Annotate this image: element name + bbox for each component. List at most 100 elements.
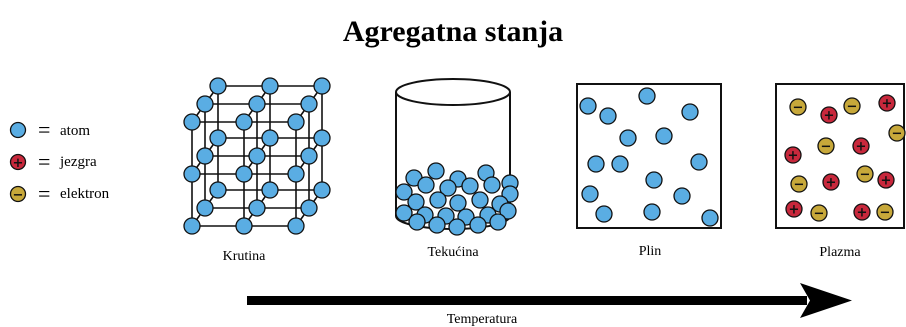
- electron-particle: −: [843, 97, 861, 115]
- liquid-atom: [429, 191, 447, 209]
- gas-atom: [643, 203, 661, 221]
- nucleus-particle: +: [853, 203, 871, 221]
- legend-label-atom: atom: [60, 123, 90, 139]
- lattice-atom: [300, 95, 318, 113]
- liquid-atom: [483, 176, 501, 194]
- electron-particle: −: [856, 165, 874, 183]
- electron-particle: −: [876, 203, 894, 221]
- liquid-atom: [449, 194, 467, 212]
- gas-atom: [673, 187, 691, 205]
- lattice-atom: [261, 129, 279, 147]
- nucleus-particle: +: [785, 200, 803, 218]
- gas-box: [576, 83, 722, 229]
- liquid-atom: [461, 177, 479, 195]
- plasma-box-outline: [775, 83, 905, 229]
- electron-circle: [817, 137, 835, 155]
- electron-circle: [843, 97, 861, 115]
- state-label-solid: Krutina: [223, 249, 267, 264]
- electron-circle: [790, 175, 808, 193]
- gas-atom: [611, 155, 629, 173]
- plus-sign: +: [881, 174, 892, 189]
- minus-sign: −: [793, 101, 804, 116]
- arrow-head-icon: [800, 283, 852, 318]
- electron-particle: −: [888, 124, 906, 142]
- plasma-particles: −+−+−+−+−+−++−+−: [784, 94, 906, 222]
- gas-atom: [655, 127, 673, 145]
- gas-atom: [587, 155, 605, 173]
- lattice-atom: [209, 181, 227, 199]
- nucleus-particle: +: [822, 173, 840, 191]
- nucleus-particle: +: [820, 106, 838, 124]
- electron-legend-icon: [9, 185, 27, 203]
- legend: = atom + = jezgra − = elektron: [9, 117, 110, 206]
- liquid-atom: [469, 216, 487, 234]
- lattice-atom: [196, 95, 214, 113]
- gas-atoms: [579, 87, 719, 227]
- nucleus-particle: +: [852, 137, 870, 155]
- minus-sign: −: [13, 188, 24, 203]
- lattice-atom: [196, 199, 214, 217]
- arrow-label: Temperatura: [447, 312, 518, 327]
- lattice-atom: [235, 217, 253, 235]
- plasma-box: −+−+−+−+−+−++−+−: [775, 83, 906, 229]
- legend-equals: =: [38, 181, 50, 206]
- lattice-atom: [313, 129, 331, 147]
- electron-circle: [856, 165, 874, 183]
- lattice-atom: [248, 147, 266, 165]
- liquid-atom: [448, 218, 466, 236]
- lattice-atom: [300, 147, 318, 165]
- liquid-atom: [439, 179, 457, 197]
- legend-item-atom: = atom: [9, 117, 90, 142]
- liquid-container: [395, 78, 519, 236]
- nucleus-legend-icon: [9, 153, 27, 171]
- liquid-atom: [395, 183, 413, 201]
- lattice-atom: [261, 77, 279, 95]
- liquid-atom: [427, 162, 445, 180]
- minus-sign: −: [847, 100, 858, 115]
- electron-particle: −: [810, 204, 828, 222]
- plus-sign: +: [826, 176, 837, 191]
- nucleus-circle: [822, 173, 840, 191]
- minus-sign: −: [794, 178, 805, 193]
- electron-circle: [876, 203, 894, 221]
- lattice-atom: [287, 113, 305, 131]
- electron-particle: −: [789, 98, 807, 116]
- lattice-atom: [209, 77, 227, 95]
- nucleus-circle: [877, 171, 895, 189]
- diagram-title: Agregatna stanja: [343, 15, 563, 48]
- liquid-atom: [489, 213, 507, 231]
- liquid-atom: [408, 213, 426, 231]
- gas-atom: [599, 107, 617, 125]
- lattice-atom: [313, 77, 331, 95]
- nucleus-circle: [784, 146, 802, 164]
- gas-box-outline: [576, 83, 722, 229]
- nucleus-circle: [852, 137, 870, 155]
- electron-circle: [888, 124, 906, 142]
- lattice-atom: [248, 95, 266, 113]
- lattice-atom: [287, 165, 305, 183]
- gas-atom: [690, 153, 708, 171]
- electron-circle: [789, 98, 807, 116]
- legend-equals: =: [38, 149, 50, 174]
- nucleus-circle: [853, 203, 871, 221]
- nucleus-particle: +: [784, 146, 802, 164]
- lattice-atom: [261, 181, 279, 199]
- lattice-atom: [183, 217, 201, 235]
- state-label-liquid: Tekućina: [427, 245, 479, 260]
- liquid-atom: [395, 204, 413, 222]
- minus-sign: −: [880, 206, 891, 221]
- electron-particle: −: [790, 175, 808, 193]
- lattice-atom: [183, 165, 201, 183]
- lattice-atom: [287, 217, 305, 235]
- gas-atom: [579, 97, 597, 115]
- lattice-atom: [235, 165, 253, 183]
- nucleus-circle: [878, 94, 896, 112]
- legend-item-nucleus: + = jezgra: [9, 149, 97, 174]
- plus-sign: +: [882, 97, 893, 112]
- nucleus-circle: [785, 200, 803, 218]
- temperature-arrow: [247, 283, 852, 318]
- liquid-atom: [471, 191, 489, 209]
- atom-legend-icon: [9, 121, 27, 139]
- plus-sign: +: [856, 140, 867, 155]
